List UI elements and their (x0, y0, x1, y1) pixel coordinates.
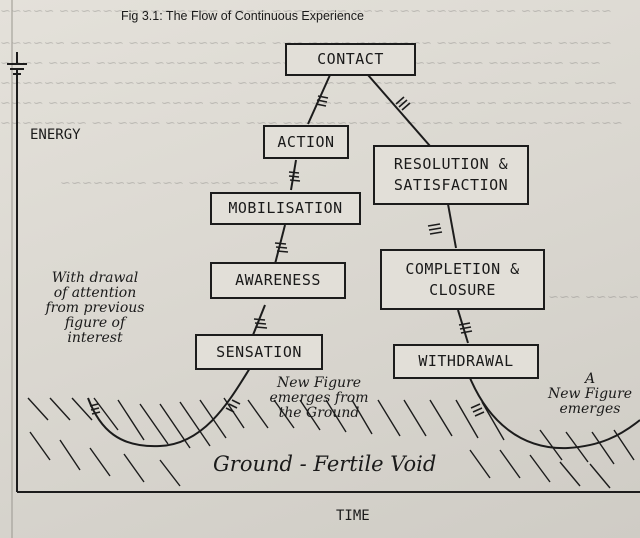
left-curve (87, 367, 251, 448)
box-completion-label-line1: COMPLETION & (405, 259, 520, 278)
box-completion-label-line2: CLOSURE (429, 280, 496, 299)
box-resolution-satisfaction: RESOLUTION & SATISFACTION (373, 145, 529, 205)
box-awareness: AWARENESS (210, 262, 346, 299)
annotation-line: emerges (559, 401, 621, 417)
annotation-line: With drawal (51, 270, 139, 286)
earth-symbol (7, 52, 27, 75)
annotation-withdrawal-of-attention: With drawal of attention from previous f… (42, 271, 148, 346)
cut-off-body-text (0, 526, 640, 538)
box-contact-label: CONTACT (317, 50, 384, 68)
y-axis-label: ENERGY (30, 127, 81, 143)
ground-label: Ground - Fertile Void (213, 452, 437, 476)
annotation-line: New Figure (547, 386, 633, 402)
box-withdrawal: WITHDRAWAL (393, 344, 539, 379)
box-withdrawal-label: WITHDRAWAL (418, 352, 514, 370)
box-awareness-label: AWARENESS (235, 271, 321, 289)
box-sensation-label: SENSATION (216, 342, 302, 361)
annotation-new-figure-emerges: A New Figure emerges (540, 372, 640, 417)
right-curve (469, 377, 640, 450)
annotation-line: interest (67, 330, 123, 346)
box-completion-closure: COMPLETION & CLOSURE (380, 249, 545, 310)
annotation-line: the Ground (278, 405, 360, 421)
box-action-label: ACTION (277, 132, 335, 151)
annotation-line: of attention (53, 285, 137, 301)
annotation-line: from previous (45, 300, 145, 316)
box-resolution-label-line1: RESOLUTION & (393, 155, 509, 173)
annotation-line: figure of (64, 315, 126, 331)
figure-title: Fig 3.1: The Flow of Continuous Experien… (121, 9, 364, 23)
box-mobilisation-label: MOBILISATION (228, 199, 343, 217)
annotation-line: New Figure (276, 375, 362, 391)
box-mobilisation: MOBILISATION (210, 192, 361, 225)
box-action: ACTION (263, 125, 349, 159)
x-axis-label: TIME (336, 508, 370, 524)
annotation-line: A (584, 371, 596, 387)
box-sensation: SENSATION (195, 334, 323, 370)
tick-marks (89, 95, 485, 417)
box-contact: CONTACT (285, 43, 416, 76)
box-resolution-label-line2: SATISFACTION (393, 176, 509, 194)
annotation-new-figure-from-ground: New Figure emerges from the Ground (262, 376, 376, 421)
annotation-line: emerges from (269, 390, 369, 406)
